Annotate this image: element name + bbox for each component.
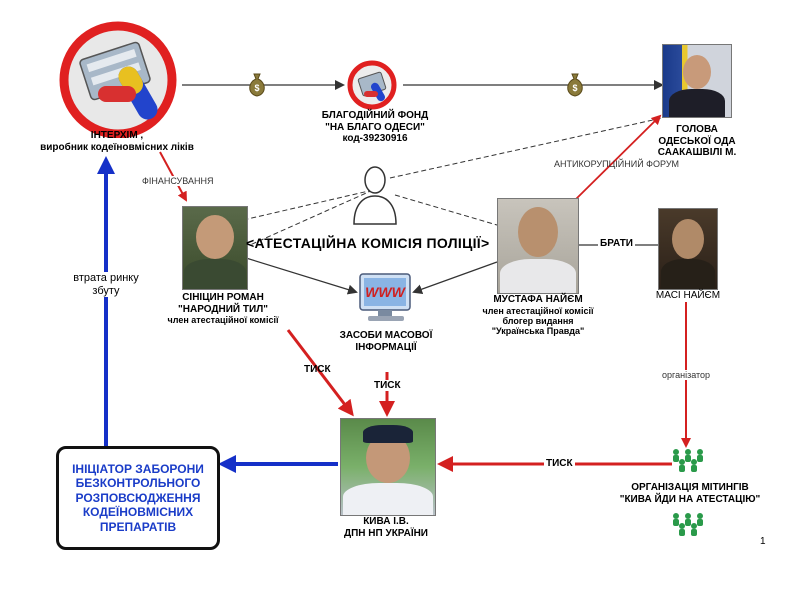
- edge-sinitsyn-media: [245, 257, 358, 295]
- rallies-line1: ОРГАНІЗАЦІЯ МІТИНГІВ: [631, 482, 749, 493]
- edge-dashed-saakashvili: [389, 117, 663, 179]
- interkhim-label: ІНТЕРХІМ , виробник кодеїновмісних ліків: [12, 130, 222, 153]
- interkhim-logo: [58, 20, 178, 139]
- svg-text:$: $: [572, 83, 577, 93]
- fund-line3: код-39230916: [342, 133, 408, 144]
- commission-title: <АТЕСТАЦІЙНА КОМІСІЯ ПОЛІЦІЇ>: [246, 235, 490, 251]
- mustafa-label: МУСТАФА НАЙЄМ член атестаційної комісії …: [460, 294, 616, 337]
- edge-label-brothers: БРАТИ: [598, 238, 635, 249]
- sinitsyn-line1: СІНІЦИН РОМАН: [182, 292, 264, 303]
- rallies-label: ОРГАНІЗАЦІЯ МІТИНГІВ "КИВА ЙДИ НА АТЕСТА…: [602, 482, 778, 505]
- edge-label-anticorruption: АНТИКОРУПЦІЙНИЙ ФОРУМ: [554, 159, 680, 169]
- mustafa-line1: МУСТАФА НАЙЄМ: [493, 294, 583, 305]
- mustafa-line2: член атестаційної комісії: [482, 305, 594, 316]
- media-line2: ІНФОРМАЦІЇ: [355, 341, 417, 353]
- kyva-line1: КИВА І.В.: [363, 516, 409, 527]
- edge-label-market-loss: втрата ринку збуту: [58, 272, 154, 298]
- mustafa-line4: "Українська Правда": [491, 326, 585, 337]
- crowd-icon: [670, 512, 706, 536]
- interkhim-subtitle: виробник кодеїновмісних ліків: [40, 141, 194, 153]
- money-bag-icon: $: [564, 70, 586, 103]
- saakashvili-line3: СААКАШВІЛІ М.: [657, 147, 737, 158]
- edge-dashed-right: [394, 194, 498, 226]
- initiator-line2: БЕЗКОНТРОЛЬНОГО: [75, 476, 201, 491]
- edge-label-pressure-3: ТИСК: [544, 458, 575, 469]
- mustafa-photo: [497, 198, 579, 294]
- interkhim-name: ІНТЕРХІМ ,: [90, 130, 144, 141]
- svg-text:$: $: [254, 83, 259, 93]
- edge-label-pressure-2: ТИСК: [372, 380, 403, 391]
- edge-dashed-left-bottom: [249, 189, 374, 246]
- saakashvili-line1: ГОЛОВА: [676, 124, 718, 135]
- market-loss-line1: втрата ринку: [73, 272, 139, 284]
- media-www-text: WWW: [365, 284, 405, 300]
- edge-pressure-sinitsyn: [286, 329, 354, 417]
- sinitsyn-label: СІНІЦИН РОМАН "НАРОДНИЙ ТИЛ" член атеста…: [148, 292, 298, 325]
- fund-line2: "НА БЛАГО ОДЕСИ": [325, 121, 425, 133]
- saakashvili-photo: [662, 44, 732, 118]
- sinitsyn-line2: "НАРОДНИЙ ТИЛ": [178, 303, 268, 315]
- sinitsyn-line3: член атестаційної комісії: [167, 315, 279, 325]
- rallies-line2: "КИВА ЙДИ НА АТЕСТАЦІЮ": [619, 493, 761, 505]
- fund-logo: [346, 60, 398, 110]
- kyva-line2: ДПН НП УКРАЇНИ: [343, 527, 428, 539]
- masi-label: МАСІ НАЙЄМ: [646, 290, 730, 302]
- person-silhouette-icon: [350, 162, 400, 226]
- initiator-line3: РОЗПОВСЮДЖЕННЯ: [75, 490, 201, 505]
- saakashvili-line2: ОДЕСЬКОЇ ОДА: [658, 135, 736, 147]
- fund-line1: БЛАГОДІЙНИЙ ФОНД: [321, 110, 429, 121]
- edge-anticorruption: [574, 114, 662, 201]
- sinitsyn-photo: [182, 206, 248, 290]
- saakashvili-label: ГОЛОВА ОДЕСЬКОЇ ОДА СААКАШВІЛІ М.: [636, 124, 758, 159]
- kyva-photo: [340, 418, 436, 516]
- mustafa-line3: блогер видання: [502, 315, 574, 326]
- fund-label: БЛАГОДІЙНИЙ ФОНД "НА БЛАГО ОДЕСИ" код-39…: [300, 110, 450, 145]
- initiator-box: ІНІЦІАТОР ЗАБОРОНИ БЕЗКОНТРОЛЬНОГО РОЗПО…: [56, 446, 220, 550]
- market-loss-line2: збуту: [92, 284, 120, 297]
- initiator-line4: КОДЕЇНОВМІСНИХ: [82, 505, 194, 520]
- money-bag-icon: $: [246, 70, 268, 103]
- commission-label: АТЕСТАЦІЙНА КОМІСІЯ ПОЛІЦІЇ: [254, 235, 481, 251]
- masi-name: МАСІ НАЙЄМ: [655, 290, 721, 301]
- kyva-label: КИВА І.В. ДПН НП УКРАЇНИ: [316, 516, 456, 539]
- edge-label-organizer: організатор: [660, 370, 713, 380]
- edge-label-pressure-1: ТИСК: [304, 364, 331, 375]
- media-line1: ЗАСОБИ МАСОВОЇ: [339, 330, 433, 341]
- crowd-icon: [670, 448, 706, 472]
- page-number: 1: [760, 536, 766, 547]
- media-label: ЗАСОБИ МАСОВОЇ ІНФОРМАЦІЇ: [326, 330, 446, 353]
- initiator-line5: ПРЕПАРАТІВ: [99, 519, 177, 534]
- edge-mustafa-media: [412, 261, 498, 294]
- masi-photo: [658, 208, 718, 290]
- media-computer-icon: WWW: [356, 272, 416, 326]
- initiator-text: ІНІЦІАТОР ЗАБОРОНИ БЕЗКОНТРОЛЬНОГО РОЗПО…: [72, 462, 204, 534]
- initiator-line1: ІНІЦІАТОР ЗАБОРОНИ: [72, 462, 204, 477]
- edge-label-financing: ФІНАНСУВАННЯ: [140, 176, 216, 186]
